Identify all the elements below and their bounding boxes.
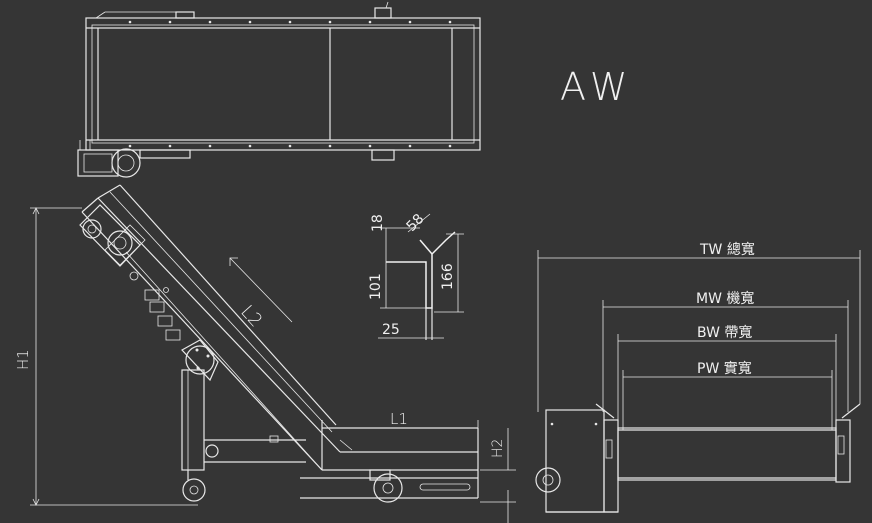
end-view: TW 總寬 MW 機寬 BW 帶寬 PW 實寬 (535, 241, 861, 513)
top-view-motor (77, 140, 191, 178)
l1-label: L1 (390, 410, 408, 428)
dim-25: 25 (382, 322, 400, 338)
side-view: L2 H1 L1 H2 (14, 184, 516, 523)
end-view-body (535, 403, 861, 513)
h1-label: H1 (14, 349, 32, 370)
dim-58: 58 (404, 211, 428, 235)
pw-label: PW 實寬 (697, 360, 752, 377)
tw-label: TW 總寬 (699, 241, 755, 258)
horizontal-section (300, 420, 479, 499)
profile-detail: 18 58 101 166 25 (368, 211, 464, 340)
top-rail-bolts (128, 20, 452, 148)
h2-label: H2 (490, 439, 506, 458)
width-dimensions: TW 總寬 MW 機寬 BW 帶寬 PW 實寬 (537, 241, 861, 430)
bw-label: BW 帶寬 (697, 324, 752, 341)
top-view: AW (77, 1, 634, 178)
dim-101: 101 (368, 273, 384, 300)
dim-18: 18 (370, 214, 386, 232)
l1-dimension: L1 (321, 410, 479, 451)
caster-wheels (182, 469, 403, 503)
support-frame (181, 339, 306, 471)
l2-label: L2 (236, 301, 266, 331)
h2-dimension: H2 (480, 428, 516, 523)
aw-label: AW (560, 65, 634, 109)
mw-label: MW 機寬 (696, 290, 754, 307)
side-motor (79, 204, 181, 341)
h1-dimension: H1 (14, 207, 198, 506)
dim-166: 166 (440, 263, 456, 290)
incline-frame (81, 184, 341, 471)
l2-dimension: L2 (229, 257, 293, 331)
